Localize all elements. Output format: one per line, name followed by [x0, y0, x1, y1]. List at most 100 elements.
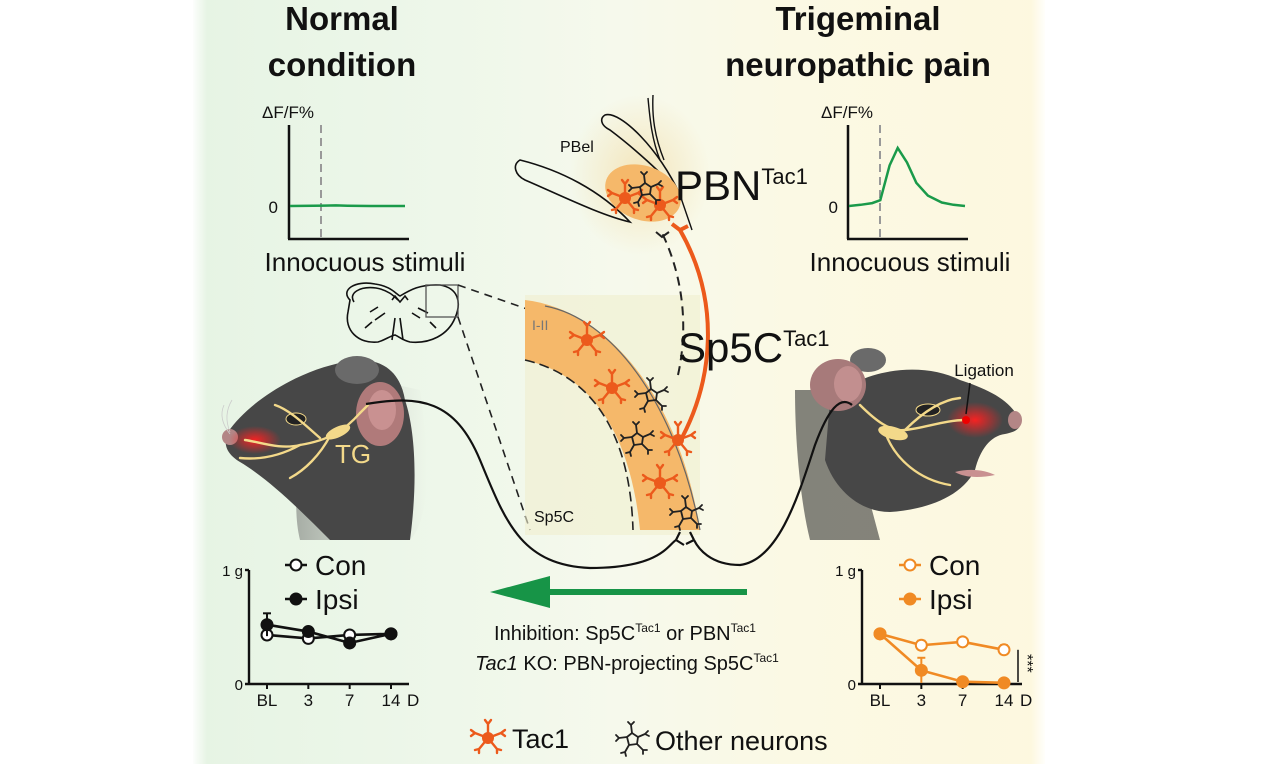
- x-tick-label: 7: [958, 691, 967, 710]
- afferent-synapse-right: [685, 531, 695, 545]
- manipulation-text: KO: PBN-projecting Sp5C: [518, 653, 754, 675]
- afferent-synapse-left: [675, 531, 685, 546]
- sp5c-label: Sp5CTac1: [678, 324, 830, 371]
- trace-chart-normal: ΔF/F% 0 Innocuous stimuli: [262, 103, 465, 277]
- data-point-con: [997, 643, 1011, 657]
- other-projection-axon: [661, 232, 685, 376]
- data-point-ipsi: [301, 625, 315, 639]
- legend-tac1-label: Tac1: [512, 724, 569, 754]
- trigeminal-nerve: [858, 396, 968, 487]
- y-tick-label: 1 g: [222, 563, 243, 580]
- trace-line-pain: [848, 145, 966, 208]
- legend-tac1-icon: [469, 718, 507, 755]
- mouse-pain: Ligation: [795, 348, 1022, 540]
- lamina-label: I-II: [532, 317, 548, 333]
- title-normal-line1: Normal: [285, 0, 399, 37]
- series-line-ipsi: [879, 632, 1005, 685]
- legend-label-con: Con: [315, 550, 366, 581]
- other-synapse: [655, 231, 670, 239]
- title-normal-line2: condition: [268, 46, 416, 83]
- x-tick-label: 3: [917, 691, 926, 710]
- series-line-con: [879, 632, 1005, 652]
- trace-ylabel: ΔF/F%: [821, 103, 873, 122]
- afferent-fiber-left: [365, 399, 677, 570]
- tac1-synapse: [670, 222, 689, 233]
- manipulation-sup: Tac1: [635, 621, 661, 635]
- brainstem-section-icon: [346, 282, 459, 344]
- data-point-con: [956, 635, 970, 649]
- legend-marker: [903, 558, 917, 572]
- sp5c-small-label: Sp5C: [534, 509, 574, 526]
- pbn-region: PBel PBNTac1: [514, 94, 808, 255]
- mouth: [955, 469, 995, 477]
- manipulation-sup: Tac1: [753, 651, 779, 665]
- ligation-label: Ligation: [954, 361, 1014, 380]
- data-point-ipsi: [873, 627, 887, 641]
- x-unit-label: D: [1020, 691, 1032, 710]
- trace-line-normal: [289, 204, 405, 208]
- trace-ylabel: ΔF/F%: [262, 103, 314, 122]
- legend-label-con: Con: [929, 550, 980, 581]
- tg-label: TG: [335, 439, 371, 469]
- sp5c-region: I-II Sp5C: [524, 295, 704, 535]
- legend-marker: [289, 592, 303, 606]
- trace-chart-pain: ΔF/F% 0 Innocuous stimuli: [810, 103, 1011, 277]
- title-pain-line1: Trigeminal: [775, 0, 940, 37]
- x-tick-label: 14: [995, 691, 1014, 710]
- legend-label-ipsi: Ipsi: [929, 584, 973, 615]
- manipulation-line1: Inhibition: Sp5CTac1 or PBNTac1: [494, 621, 756, 645]
- y-tick-label: 1 g: [835, 563, 856, 580]
- pbel-label: PBel: [560, 139, 594, 156]
- manipulation-line2: Tac1 KO: PBN-projecting Sp5CTac1: [475, 651, 779, 675]
- x-unit-label: D: [407, 691, 419, 710]
- data-point-ipsi: [384, 627, 398, 641]
- legend-label-ipsi: Ipsi: [315, 584, 359, 615]
- legend-other-label: Other neurons: [655, 726, 828, 756]
- tac1-projection-axon: [676, 229, 710, 446]
- x-tick-label: 7: [345, 691, 354, 710]
- ligation-site: [962, 416, 970, 424]
- manipulation-text: or PBN: [661, 623, 731, 645]
- legend: Tac1 Other neurons: [469, 718, 828, 757]
- manipulation-sup: Tac1: [731, 621, 757, 635]
- significance-label: ***: [1018, 654, 1035, 673]
- trace-xlabel: Innocuous stimuli: [265, 247, 466, 277]
- data-point-ipsi: [997, 676, 1011, 690]
- trace-xlabel: Innocuous stimuli: [810, 247, 1011, 277]
- sp5c-label-sup: Tac1: [783, 326, 829, 351]
- afferent-fiber-right: [693, 400, 853, 567]
- rescue-arrow: [490, 576, 747, 608]
- lamina-I-II: [525, 300, 700, 530]
- legend-marker: [903, 592, 917, 606]
- nose: [1008, 411, 1022, 429]
- pb-outline: [514, 159, 633, 224]
- data-point-ipsi: [260, 618, 274, 632]
- pbn-label-sup: Tac1: [761, 164, 807, 189]
- pbn-label: PBNTac1: [675, 162, 808, 209]
- zoom-line-bottom: [457, 316, 531, 531]
- legend-marker: [289, 558, 303, 572]
- manipulation-text: Inhibition: Sp5C: [494, 623, 635, 645]
- x-tick-label: BL: [870, 691, 891, 710]
- title-pain-line2: neuropathic pain: [725, 46, 991, 83]
- trigeminal-nerve: [238, 403, 370, 480]
- series-line-ipsi: [266, 623, 392, 645]
- zoom-line-top: [457, 284, 531, 311]
- legend-other-icon: [615, 721, 650, 757]
- sp5c-label-main: Sp5C: [678, 324, 783, 371]
- trace-zero-label: 0: [269, 198, 278, 217]
- data-point-ipsi: [956, 675, 970, 689]
- x-tick-label: BL: [257, 691, 278, 710]
- x-tick-label: 3: [304, 691, 313, 710]
- manipulation-gene: Tac1: [475, 653, 518, 675]
- data-point-con: [914, 638, 928, 652]
- x-tick-label: 14: [382, 691, 401, 710]
- data-point-ipsi: [914, 663, 928, 677]
- y-tick-label: 0: [235, 677, 243, 694]
- y-tick-label: 0: [848, 677, 856, 694]
- trace-zero-label: 0: [829, 198, 838, 217]
- data-point-ipsi: [343, 636, 357, 650]
